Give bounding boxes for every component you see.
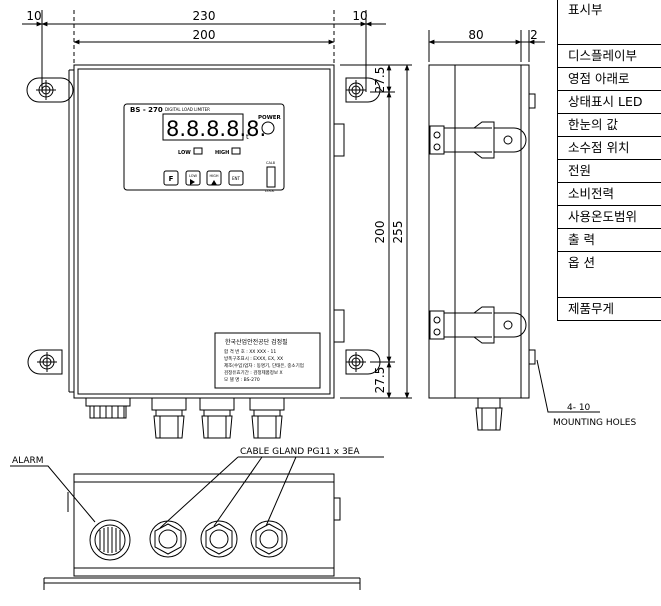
- gland-1-front: [151, 397, 187, 439]
- spec-row-display-unit: 디스플레이부: [557, 44, 661, 68]
- bracket-top-right: [345, 77, 381, 103]
- side-bracket-bottom: [429, 306, 527, 344]
- high-button-label: HIGH: [209, 174, 218, 178]
- power-indicator: [261, 121, 275, 135]
- panel-model: BS - 270: [130, 106, 163, 114]
- f-button: [163, 170, 179, 186]
- spec-row: 디스플레이부: [557, 44, 661, 68]
- bracket-bottom-right: [345, 349, 381, 375]
- enclosure-side: [428, 64, 530, 399]
- spec-row-led: 상태표시 LED: [557, 90, 661, 114]
- alarm-label: ALARM: [12, 456, 44, 466]
- dim-top-total: 230: [193, 9, 216, 23]
- gland-2-bottom: [200, 520, 238, 558]
- high-label: HIGH: [215, 150, 229, 156]
- spec-row-resolution: 한눈의 값: [557, 113, 661, 137]
- front-view: [22, 10, 412, 439]
- bottom-view: [10, 456, 384, 590]
- alarm-unit: [89, 519, 131, 561]
- front-panel: [123, 103, 285, 191]
- enclosure-bottom: [73, 473, 335, 577]
- panel-buttons: [163, 170, 244, 186]
- ent-button: [228, 170, 244, 186]
- side-gland: [475, 397, 503, 431]
- bracket-top-left: [26, 77, 74, 103]
- cable-gland-label: CABLE GLAND PG11 x 3EA: [240, 447, 360, 457]
- f-button-label: F: [169, 175, 174, 183]
- gland-2-front: [199, 397, 235, 439]
- dim-height-inner: 200: [373, 221, 387, 244]
- panel-subtitle: DIGITAL LOAD LIMITER: [165, 107, 210, 112]
- nameplate-title: 한국산업안전공단 검정필: [225, 338, 288, 346]
- spec-row-weight: 제품무게: [557, 297, 661, 321]
- nameplate-line-1: 합 격 번 호 : XX XXX - 11: [224, 348, 276, 355]
- nameplate-line-3: 제조(수입)업자 : 동명기, 단태은, 중소기업: [224, 362, 304, 369]
- cal-label: CAL8: [266, 161, 275, 165]
- spec-row-zero: 영점 아래로: [557, 67, 661, 91]
- dim-top-inner: 200: [193, 28, 216, 42]
- bracket-bottom-left: [27, 349, 63, 375]
- spec-row-temperature: 사용온도범위: [557, 205, 661, 229]
- low-label: LOW: [178, 150, 191, 156]
- front-view-text: 10 230 200 10 BS - 270 DIGITAL LOAD LIMI…: [26, 9, 405, 393]
- mounting-holes-label: MOUNTING HOLES: [553, 418, 636, 428]
- spec-row: 소수점 위치: [557, 136, 661, 160]
- display-digits: 8.8.8.8.8.: [166, 117, 266, 141]
- enclosure-front: [73, 64, 335, 399]
- low-button-label: LOW: [189, 174, 198, 178]
- high-arrow-icon: [211, 180, 217, 185]
- nameplate-line-2: 방폭구조표시 : EXXX, EX, XX: [224, 355, 283, 362]
- display-unit: t: [246, 133, 249, 141]
- low-button: [185, 170, 201, 186]
- spec-row-display: 표시부: [557, 0, 661, 45]
- dim-side-offset: 2: [530, 28, 538, 42]
- alarm-connector-front: [85, 397, 131, 419]
- side-view-text: 80 2 4- 10 MOUNTING HOLES: [468, 28, 636, 428]
- mounting-holes-count: 4- 10: [567, 403, 591, 413]
- nameplate: [214, 332, 321, 389]
- nameplate-line-5: 모 델 명 : BS-270: [224, 376, 260, 383]
- spec-table: 표시부 디스플레이부 영점 아래로 상태표시 LED 한눈의 값 소수점 위치 …: [557, 0, 661, 321]
- nameplate-line-4: 검정유효기간 : 검정제품정보 X: [224, 369, 283, 376]
- spec-row: 표시부: [557, 0, 661, 45]
- spec-row: 소비전력: [557, 182, 661, 206]
- display-window: [162, 113, 244, 141]
- spec-row: 상태표시 LED: [557, 90, 661, 114]
- ent-button-label: ENT: [232, 176, 241, 181]
- side-view: [428, 30, 600, 431]
- bottom-view-text: ALARM CABLE GLAND PG11 x 3EA: [12, 447, 360, 466]
- spec-row: 영점 아래로: [557, 67, 661, 91]
- spec-row: 사용온도범위: [557, 205, 661, 229]
- gland-3-bottom: [250, 520, 288, 558]
- spec-row: 옵 션: [557, 251, 661, 298]
- dim-height-top: 27.5: [373, 67, 387, 94]
- spec-row-option: 옵 션: [557, 251, 661, 298]
- gland-3-front: [249, 397, 285, 439]
- dim-side-depth: 80: [468, 28, 483, 42]
- spec-row: 한눈의 값: [557, 113, 661, 137]
- gland-1-bottom: [149, 520, 187, 558]
- side-bracket-top: [429, 121, 527, 159]
- dim-top-right-margin: 10: [352, 9, 367, 23]
- dim-top-left-margin: 10: [26, 9, 41, 23]
- spec-row-power: 전원: [557, 159, 661, 183]
- spec-row-consumption: 소비전력: [557, 182, 661, 206]
- dim-height-total: 255: [391, 221, 405, 244]
- dim-height-bottom: 27.5: [373, 367, 387, 394]
- spec-row: 전원: [557, 159, 661, 183]
- power-label: POWER: [258, 115, 282, 121]
- spec-row: 출 력: [557, 228, 661, 252]
- lock-label: LOCK: [265, 189, 275, 193]
- spec-row-decimal: 소수점 위치: [557, 136, 661, 160]
- spec-row-output: 출 력: [557, 228, 661, 252]
- spec-row: 제품무게: [557, 297, 661, 321]
- low-arrow-icon: [190, 179, 195, 185]
